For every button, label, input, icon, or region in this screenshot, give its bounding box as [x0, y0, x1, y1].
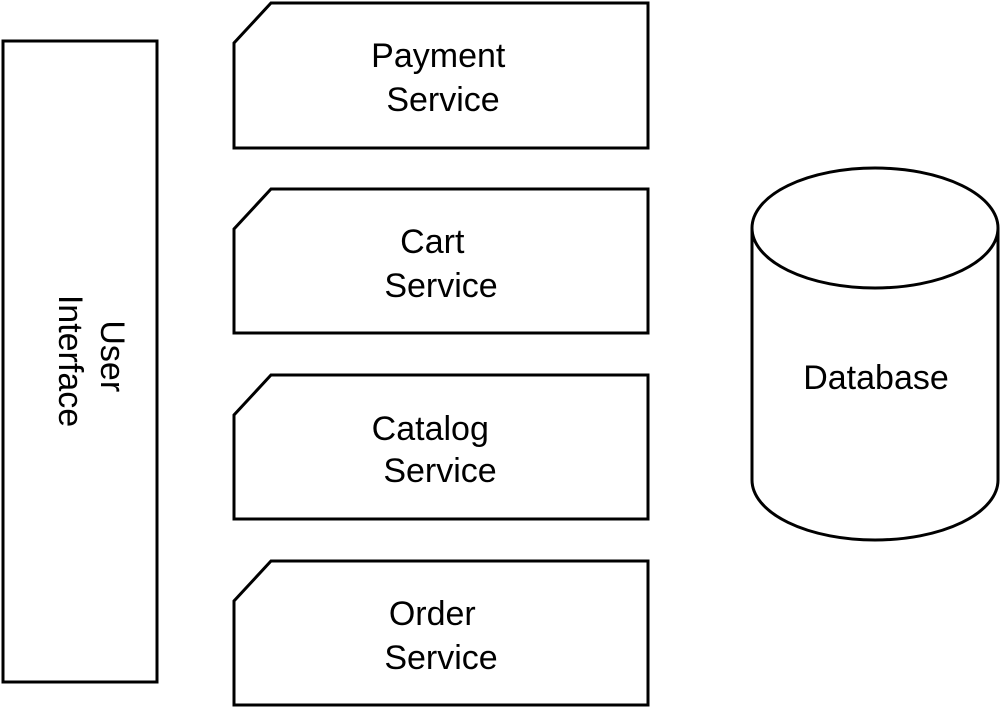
database-cylinder-rim: [750, 227, 1000, 290]
payment-service-label-line2: Service: [386, 81, 499, 119]
cart-service-box: [232, 187, 650, 335]
user-interface-node: User Interface: [1, 39, 159, 684]
catalog-service-label-line1: Catalog: [372, 410, 489, 448]
catalog-service-label-line2: Service: [383, 452, 496, 490]
catalog-service-box: [232, 373, 650, 521]
order-service-node: Order Service: [232, 559, 650, 707]
database-label: Database: [803, 359, 949, 397]
payment-service-label-line1: Payment: [371, 37, 506, 75]
cart-service-node: Cart Service: [232, 187, 650, 335]
order-service-label: Order Service: [384, 595, 497, 677]
payment-service-box: [232, 1, 650, 150]
catalog-service-node: Catalog Service: [232, 373, 650, 521]
user-interface-label-line2: Interface: [51, 295, 89, 427]
order-service-label-line1: Order: [389, 595, 476, 633]
cart-service-label-line1: Cart: [400, 223, 465, 261]
cart-service-label: Cart Service: [384, 223, 497, 305]
payment-service-label: Payment Service: [371, 37, 515, 119]
database-node: Database: [750, 166, 1000, 542]
order-service-box: [232, 559, 650, 707]
payment-service-node: Payment Service: [232, 1, 650, 150]
user-interface-label-line1: User: [93, 320, 131, 392]
cart-service-label-line2: Service: [384, 267, 497, 305]
user-interface-label: User Interface: [51, 295, 131, 427]
order-service-label-line2: Service: [384, 639, 497, 677]
database-cylinder-body: [750, 166, 1000, 542]
user-interface-box: [1, 39, 159, 684]
catalog-service-label: Catalog Service: [372, 410, 499, 490]
